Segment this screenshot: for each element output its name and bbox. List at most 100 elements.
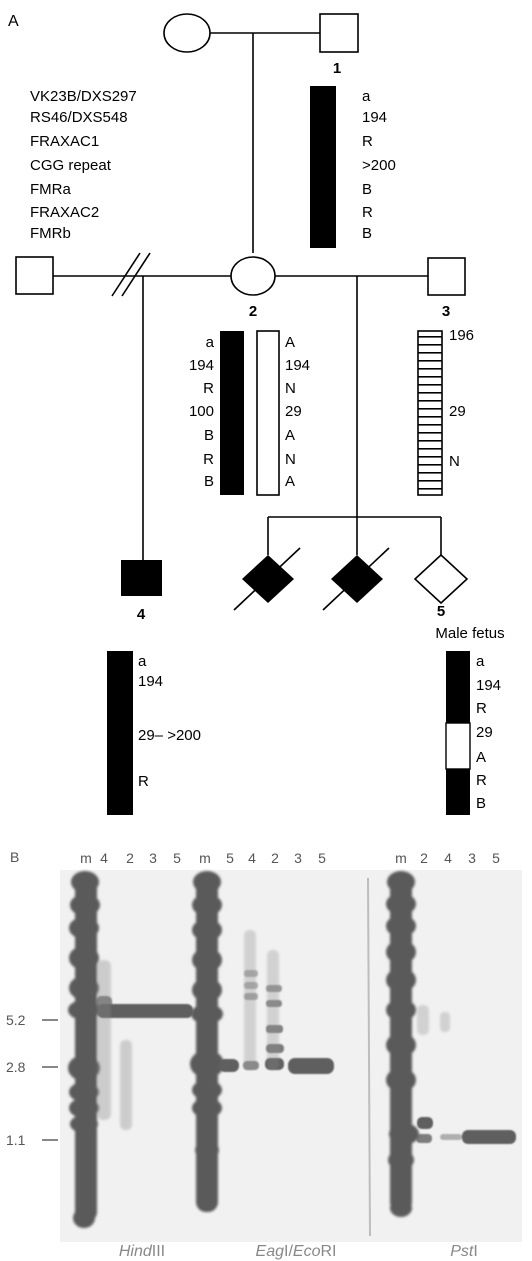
allele: R [203, 380, 214, 397]
allele: >200 [362, 157, 396, 174]
marker-name: FMRa [30, 181, 71, 198]
allele: A [285, 473, 295, 490]
marker-name: FRAXAC2 [30, 204, 99, 221]
lane-label: 4 [248, 850, 256, 866]
individual-3-haplotype-bar [417, 330, 443, 496]
marker-name: FMRb [30, 225, 71, 242]
individual-5-alleles: a 194 R 29 A R B [476, 653, 501, 812]
allele: B [204, 427, 214, 444]
divorce-slash [111, 252, 141, 297]
allele: 100 [189, 403, 214, 420]
marker-lane [68, 871, 100, 1228]
allele: 29– >200 [138, 727, 201, 744]
allele: 196 [449, 327, 474, 344]
lane-label: 3 [149, 850, 157, 866]
divorce-slash [121, 252, 151, 297]
allele: 194 [285, 357, 310, 374]
lane-label: 2 [126, 850, 134, 866]
allele: A [476, 749, 486, 766]
individual-1-symbol [319, 13, 359, 53]
allele: B [362, 225, 372, 242]
individual-3-number: 3 [442, 303, 450, 320]
psti-smear [417, 1005, 450, 1035]
enzyme-label-part: I [473, 1243, 477, 1260]
allele: R [203, 451, 214, 468]
size-markers: 5.2 2.8 1.1 [6, 1012, 58, 1148]
lane-label: 5 [226, 850, 234, 866]
individual-4-symbol [121, 560, 162, 596]
enzyme-label-part: Eco [293, 1243, 321, 1260]
lane-labels-psti: m 2 4 3 5 [395, 850, 500, 866]
individual-2-haplotype-bar-left [220, 331, 244, 495]
allele: a [476, 653, 485, 670]
enzyme-label-part: I/ [284, 1243, 293, 1260]
individual-2-alleles-right: A 194 N 29 A N A [285, 334, 310, 490]
grandmother-symbol [163, 13, 211, 53]
allele: R [476, 700, 487, 717]
panel-b-label: B [10, 849, 19, 865]
individual-3-symbol [427, 257, 466, 296]
lane-label: m [80, 850, 92, 866]
enzyme-label-part: Pst [450, 1243, 474, 1260]
allele: R [362, 133, 373, 150]
individual-5-haplotype-segment-bottom [446, 769, 470, 815]
enzyme-label-psti: PstI [450, 1243, 478, 1260]
lane-label: 5 [318, 850, 326, 866]
gel-edge-streak [367, 877, 371, 1237]
hindiii-smear [97, 960, 132, 1130]
allele: 29 [476, 724, 493, 741]
lane-label: 2 [271, 850, 279, 866]
individual-5-number: 5 [437, 603, 445, 620]
southern-blot: B m 4 2 3 5 m 5 4 2 3 5 m 2 4 3 5 5 [6, 849, 522, 1260]
allele: 29 [449, 403, 466, 420]
allele: N [285, 451, 296, 468]
allele: 194 [362, 109, 387, 126]
allele: a [206, 334, 215, 351]
lane-labels-eagi-ecori: m 5 4 2 3 5 [199, 850, 326, 866]
allele: A [285, 334, 295, 351]
individual-2-symbol [230, 256, 276, 296]
enzyme-label-hindiii: HindIII [119, 1243, 165, 1260]
psti-bands [416, 1117, 516, 1144]
individual-5-haplotype-segment-top [446, 651, 470, 723]
lane-label: 5 [173, 850, 181, 866]
allele: a [138, 653, 147, 670]
lane-label: 4 [100, 850, 108, 866]
panel-a-label: A [8, 13, 19, 30]
marker-name: CGG repeat [30, 157, 112, 174]
marker-lane [190, 871, 224, 1212]
eagi-ecori-smear [244, 930, 279, 1070]
lane-label: 4 [444, 850, 452, 866]
individual-2-number: 2 [249, 303, 257, 320]
enzyme-label-part: III [152, 1243, 165, 1260]
marker-lane [386, 871, 419, 1217]
individual-4-haplotype-bar [107, 651, 133, 815]
individual-5-haplotype-segment-middle [445, 722, 471, 770]
size-marker-label: 5.2 [6, 1012, 26, 1028]
first-husband-symbol [15, 256, 54, 295]
allele: R [138, 773, 149, 790]
allele: 194 [138, 673, 163, 690]
allele: 29 [285, 403, 302, 420]
individual-3-alleles: 196 29 N [449, 327, 474, 470]
deceased-slash [322, 547, 390, 611]
enzyme-label-part: Eag [256, 1243, 285, 1260]
individual-5-symbol [413, 553, 469, 605]
individual-4-alleles: a 194 29– >200 R [138, 653, 201, 790]
gel-background [60, 870, 522, 1242]
allele: 194 [476, 677, 501, 694]
lane-label: 3 [468, 850, 476, 866]
allele: a [362, 88, 371, 105]
enzyme-label-part: Hind [119, 1243, 153, 1260]
marker-name: VK23B/DXS297 [30, 88, 137, 105]
deceased-slash [233, 547, 301, 611]
individual-1-number: 1 [333, 60, 341, 77]
allele: B [362, 181, 372, 198]
allele: B [204, 473, 214, 490]
lane-label: m [199, 850, 211, 866]
marker-name-list: VK23B/DXS297 RS46/DXS548 FRAXAC1 CGG rep… [30, 88, 137, 242]
allele: R [476, 772, 487, 789]
lane-label: 3 [294, 850, 302, 866]
individual-4-number: 4 [137, 606, 146, 623]
lane-labels-hindiii: m 4 2 3 5 [80, 850, 181, 866]
